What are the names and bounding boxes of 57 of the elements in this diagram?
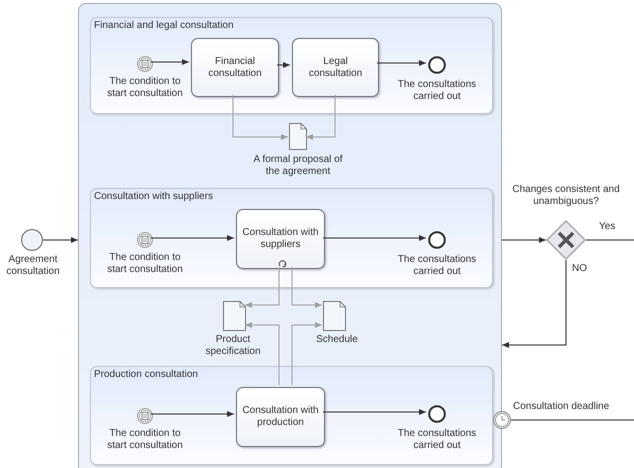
- subprocess-lane: [90, 17, 493, 114]
- task-label: Financial consultation: [207, 56, 263, 80]
- subprocess-lane: [90, 366, 493, 465]
- sequence-flow-arrow: [150, 411, 234, 417]
- association-arrow: [306, 94, 336, 140]
- edge-label: Yes: [598, 221, 616, 232]
- task-box: [292, 38, 379, 97]
- end-event: [428, 231, 446, 249]
- association-arrow: [292, 322, 322, 386]
- association-arrow: [244, 322, 280, 386]
- data-object: [223, 301, 246, 331]
- start-event: [21, 229, 43, 251]
- event-label: The condition to start consultation: [106, 428, 184, 452]
- conditional-start-event: [137, 408, 153, 424]
- sequence-flow-arrow: [322, 409, 426, 415]
- sequence-flow-arrow: [150, 235, 234, 241]
- exclusive-gateway: [546, 220, 586, 260]
- end-event: [428, 405, 446, 423]
- association-arrow: [244, 266, 280, 308]
- timer-boundary-event: [493, 411, 511, 429]
- sequence-flow-arrow: [276, 62, 290, 68]
- task-label: Legal consultation: [308, 56, 364, 80]
- event-label: The consultations carried out: [396, 428, 478, 452]
- data-object: [323, 301, 346, 331]
- conditional-start-event: [137, 232, 153, 248]
- data-object-label: A formal proposal of the agreement: [253, 154, 343, 178]
- gateway-label: Changes consistent and unambiguous?: [511, 184, 621, 208]
- event-label: The consultations carried out: [396, 254, 478, 278]
- subprocess-lane: [90, 188, 493, 288]
- event-label: Agreement consultation: [5, 254, 61, 278]
- conditional-start-event: [137, 56, 153, 72]
- event-label: The condition to start consultation: [106, 252, 184, 276]
- data-object-label: Schedule: [315, 334, 359, 346]
- task-box: [191, 38, 279, 97]
- sequence-flow-arrow: [322, 235, 426, 241]
- event-label: The consultations carried out: [396, 79, 478, 103]
- task-label: Consultation with production: [241, 405, 320, 429]
- task-box: [236, 387, 325, 447]
- data-object-label: Product specification: [204, 334, 262, 358]
- end-event: [428, 56, 446, 74]
- sequence-flow-arrow: [502, 260, 566, 348]
- subprocess-title: Financial and legal consultation: [94, 20, 234, 31]
- sequence-flow-arrow: [150, 59, 190, 65]
- data-object: [289, 123, 307, 150]
- task-box: [236, 209, 325, 269]
- edge-label: NO: [571, 263, 588, 274]
- association-arrow: [232, 94, 288, 140]
- task-label: Consultation with suppliers: [241, 227, 320, 251]
- subprocess-title: Production consultation: [94, 369, 198, 380]
- sequence-flow-arrow: [502, 237, 546, 243]
- event-label: The condition to start consultation: [106, 76, 184, 100]
- sequence-flow-arrow: [376, 60, 426, 66]
- sequence-flow-arrow: [42, 237, 78, 243]
- association-arrow: [292, 266, 322, 308]
- subprocess-box: [78, 3, 502, 468]
- event-label: Consultation deadline: [513, 401, 610, 413]
- subprocess-title: Consultation with suppliers: [94, 191, 213, 202]
